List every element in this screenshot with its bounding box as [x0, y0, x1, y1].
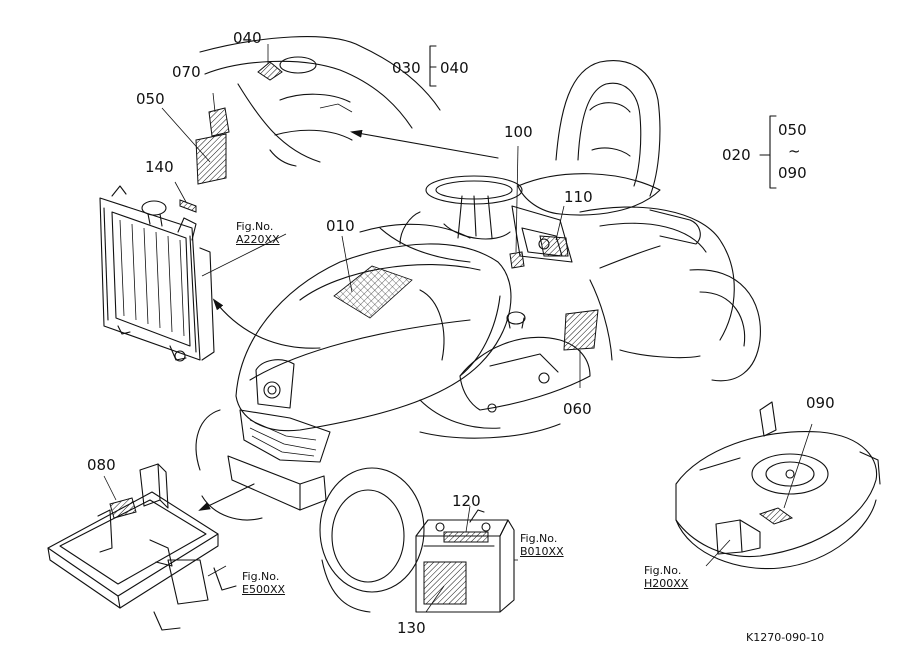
- decal-040: [257, 61, 283, 81]
- fig-ref-label: Fig.No.: [236, 220, 274, 233]
- part-number-140: 140: [145, 158, 174, 176]
- part-number-100: 100: [504, 123, 533, 141]
- part-number-130: 130: [397, 619, 426, 637]
- fig-ref-code: E500XX: [242, 583, 286, 596]
- decal-050: [195, 133, 227, 185]
- fig-ref-code: B010XX: [520, 545, 564, 558]
- range-020-tilde: ~: [788, 142, 801, 160]
- decal-130: [423, 561, 467, 605]
- radiator-view: [99, 185, 215, 362]
- part-number-070: 070: [172, 63, 201, 81]
- part-number-080: 080: [87, 456, 116, 474]
- part-number-010: 010: [326, 217, 355, 235]
- fig-ref-label: Fig.No.: [520, 532, 558, 545]
- part-number-060: 060: [563, 400, 592, 418]
- weight-bracket-view: [47, 463, 237, 631]
- decal-090: [758, 507, 794, 525]
- fig-ref-label: Fig.No.: [644, 564, 682, 577]
- fig-ref-code: H200XX: [644, 577, 689, 590]
- part-number-040: 040: [233, 29, 262, 47]
- range-030-to: 040: [440, 59, 469, 77]
- mower-deck-view: [675, 401, 881, 570]
- decal-070: [208, 107, 230, 137]
- fig-ref-b010[interactable]: Fig.No. B010XX: [520, 532, 564, 558]
- fig-ref-e500[interactable]: Fig.No. E500XX: [242, 570, 285, 596]
- decal-100: [509, 251, 525, 269]
- decal-140: [179, 199, 197, 213]
- fig-ref-h200[interactable]: Fig.No. H200XX: [644, 564, 688, 590]
- decal-080: [109, 497, 137, 519]
- decal-110: [539, 235, 569, 257]
- fig-ref-a220[interactable]: Fig.No. A220XX: [236, 220, 280, 246]
- part-number-120: 120: [452, 492, 481, 510]
- part-number-090: 090: [806, 394, 835, 412]
- range-030-from: 030: [392, 59, 421, 77]
- decal-060: [563, 309, 599, 351]
- fig-ref-code: A220XX: [236, 233, 280, 246]
- drawing-code: K1270-090-10: [746, 631, 825, 644]
- part-number-050: 050: [136, 90, 165, 108]
- part-number-110: 110: [564, 188, 593, 206]
- range-020-to-bottom: 090: [778, 164, 807, 182]
- hood-top-view: [199, 36, 441, 167]
- range-020-from: 020: [722, 146, 751, 164]
- range-020-to-top: 050: [778, 121, 807, 139]
- decal-010: [333, 265, 413, 319]
- decal-120: [443, 531, 489, 543]
- fig-ref-label: Fig.No.: [242, 570, 280, 583]
- tractor-body: [195, 60, 761, 613]
